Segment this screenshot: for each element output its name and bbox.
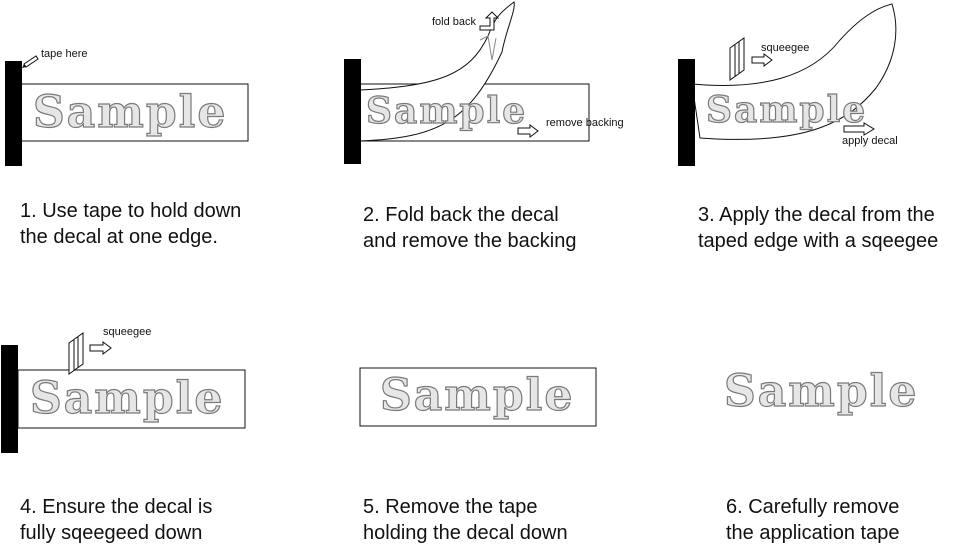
caption-line-1: 5. Remove the tape	[363, 496, 538, 518]
caption-line-1: 3. Apply the decal from the	[698, 204, 935, 226]
squeegee-label: squeegee	[103, 326, 151, 338]
caption-line-2: the decal at one edge.	[20, 226, 218, 248]
caption-line-2: holding the decal down	[363, 522, 568, 544]
step-4-illustration: Sample squeegee	[1, 326, 246, 453]
step-3-panel: Sample squeegee apply decal 3. Apply the…	[640, 0, 960, 272]
fold-back-label: fold back	[432, 16, 477, 28]
squeegee-arrow-icon	[89, 341, 112, 355]
tape-here-label: tape here	[41, 48, 87, 60]
apply-decal-label: apply decal	[842, 135, 898, 147]
apply-arrow-icon	[843, 122, 875, 136]
squeegee-arrow-icon	[751, 53, 773, 67]
step-4-panel: Sample squeegee 4. Ensure the decal is f…	[0, 272, 320, 544]
sample-text-lower: Sample	[706, 89, 867, 131]
remove-arrow-icon	[517, 124, 539, 138]
curving-decal	[691, 3, 897, 140]
step-6-illustration: Sample	[723, 365, 918, 417]
caption-line-1: 1. Use tape to hold down	[20, 200, 242, 222]
tape-strip	[1, 345, 18, 453]
step-3-caption: 3. Apply the decal from the taped edge w…	[698, 202, 938, 254]
caption-line-1: 4. Ensure the decal is	[20, 496, 213, 518]
step-6-caption: 6. Carefully remove the application tape	[726, 494, 899, 546]
step-2-panel: Sample fold back remove backing 2. Fold …	[320, 0, 640, 272]
folded-decal	[359, 1, 515, 142]
sample-text: Sample	[33, 87, 227, 138]
step-5-caption: 5. Remove the tape holding the decal dow…	[363, 494, 568, 546]
remove-backing-label: remove backing	[546, 117, 624, 129]
decal-outline	[359, 367, 597, 427]
squeegee-label: squeegee	[761, 42, 809, 54]
sample-text: Sample	[30, 373, 224, 424]
step-5-panel: Sample 5. Remove the tape holding the de…	[320, 272, 640, 544]
decal-outline	[17, 369, 246, 429]
step-6-panel: Sample 6. Carefully remove the applicati…	[640, 272, 960, 544]
decal-outline	[17, 83, 249, 142]
tape-strip	[678, 59, 695, 166]
sample-text: Sample	[366, 90, 527, 132]
caption-line-2: and remove the backing	[363, 230, 577, 252]
squeegee-icon	[68, 332, 84, 375]
step-1-caption: 1. Use tape to hold down the decal at on…	[20, 198, 241, 250]
caption-line-1: 2. Fold back the decal	[363, 204, 559, 226]
step-1-illustration: Sample tape here	[5, 48, 249, 166]
pencil-arrow-icon	[22, 55, 39, 68]
caption-line-2: taped edge with a sqeegee	[698, 230, 939, 252]
step-5-illustration: Sample	[359, 367, 597, 427]
sample-text: Sample	[380, 370, 574, 421]
step-4-caption: 4. Ensure the decal is fully sqeegeed do…	[20, 494, 212, 546]
tape-strip	[344, 59, 361, 164]
caption-line-1: 6. Carefully remove	[726, 496, 900, 518]
step-2-illustration: Sample fold back remove backing	[344, 1, 624, 164]
fold-arrow-icon	[479, 11, 500, 31]
step-1-panel: Sample tape here 1. Use tape to hold dow…	[0, 0, 320, 272]
step-3-illustration: Sample squeegee apply decal	[678, 3, 898, 166]
squeegee-icon	[729, 37, 745, 81]
step-2-caption: 2. Fold back the decal and remove the ba…	[363, 202, 576, 254]
sample-text: Sample	[724, 366, 918, 417]
tape-strip	[5, 61, 22, 166]
caption-line-2: fully sqeegeed down	[20, 522, 203, 544]
caption-line-2: the application tape	[726, 522, 900, 544]
